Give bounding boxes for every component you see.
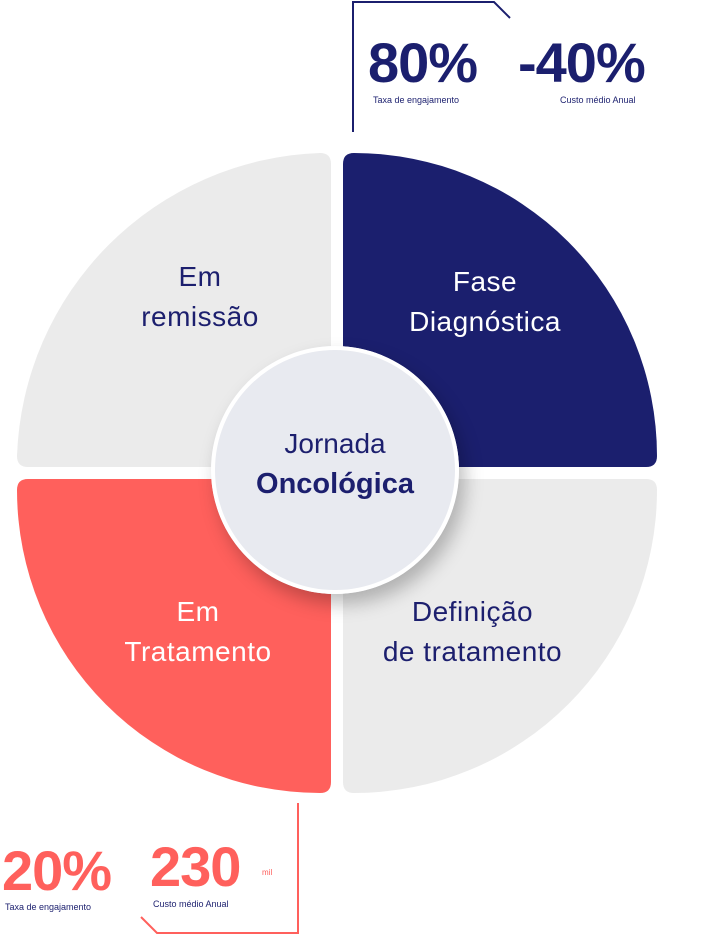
quadrant-top-right-label: Fase Diagnóstica — [370, 262, 600, 342]
center-title-line1: Jornada — [284, 428, 386, 459]
quadrant-bottom-right-line1: Definição — [411, 596, 534, 627]
top-stat-engagement-caption: Taxa de engajamento — [373, 95, 460, 105]
center-circle: Jornada Oncológica — [211, 346, 459, 594]
quadrant-top-right-line2: Diagnóstica — [409, 306, 561, 337]
quadrant-top-left-label: Em remissão — [90, 257, 310, 337]
center-title-line2: Oncológica — [256, 468, 414, 500]
quadrant-bottom-right-line2: de tratamento — [382, 636, 563, 667]
quadrant-top-left-line1: Em — [178, 261, 222, 292]
bottom-stat-cost-unit: mil — [262, 868, 273, 877]
top-callout-bracket — [352, 1, 511, 132]
bottom-callout-bracket — [140, 803, 299, 934]
quadrant-bottom-left-label: Em Tratamento — [88, 592, 308, 672]
quadrant-bottom-right-label: Definição de tratamento — [350, 592, 595, 672]
quadrant-bottom-left-line2: Tratamento — [124, 636, 272, 667]
bottom-stat-engagement-value: 20% — [2, 839, 112, 902]
bottom-stat-cost-caption: Custo médio Anual — [153, 899, 229, 909]
top-stat-cost-value: -40% — [518, 31, 646, 94]
top-stat-cost-caption: Custo médio Anual — [560, 95, 636, 105]
bottom-stat-cost-value: 230 — [150, 835, 241, 898]
top-stat-engagement-value: 80% — [368, 31, 478, 94]
bottom-stat-engagement-caption: Taxa de engajamento — [5, 902, 92, 912]
quadrant-bottom-left-line1: Em — [176, 596, 220, 627]
quadrant-top-left-line2: remissão — [141, 301, 259, 332]
quadrant-top-right-line1: Fase — [452, 266, 518, 297]
